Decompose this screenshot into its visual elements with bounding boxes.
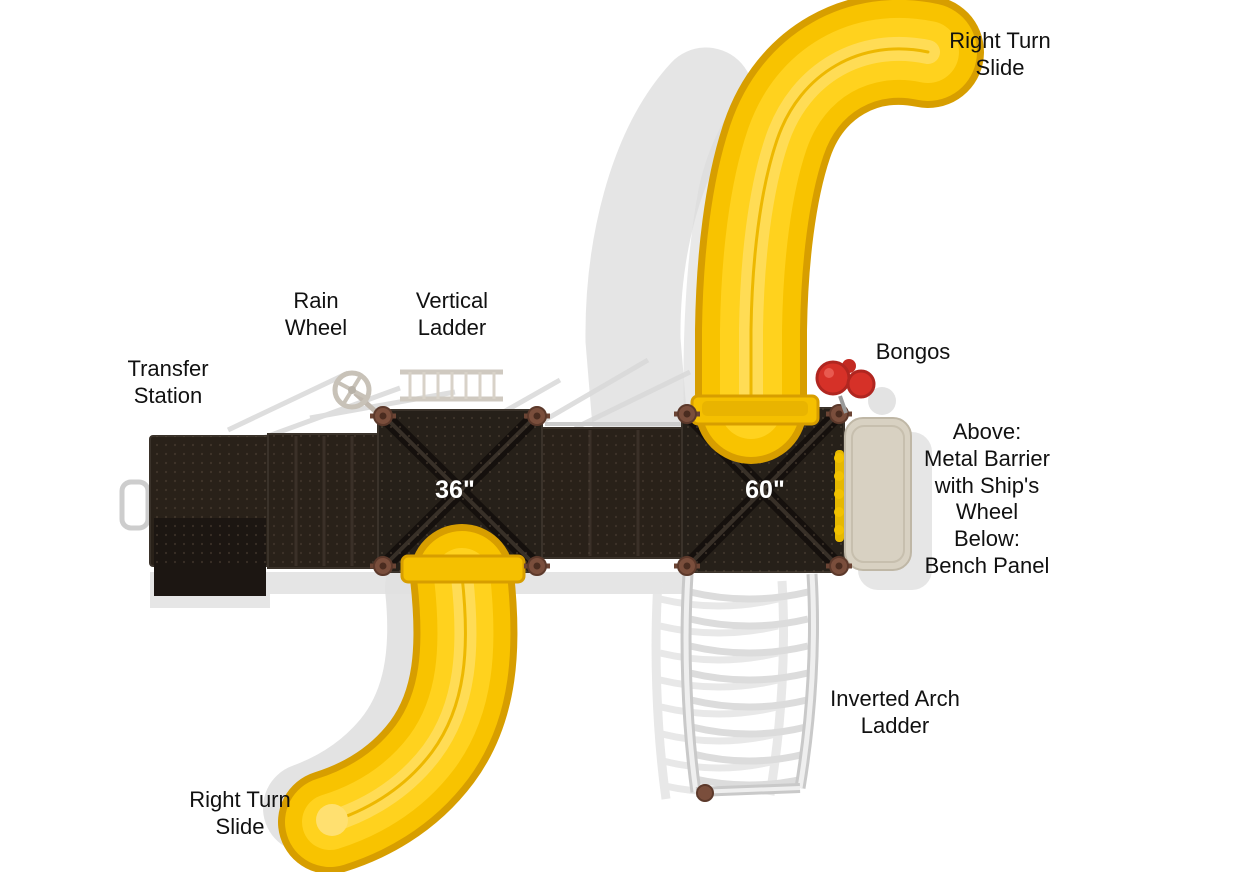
transfer-station-deck xyxy=(149,435,271,596)
label-right-turn-slide-bottom: Right Turn Slide xyxy=(189,787,291,839)
transfer-handle xyxy=(119,479,151,531)
barrier-note-line: Metal Barrier xyxy=(924,445,1050,471)
deck-36-height-label: 36" xyxy=(435,476,475,504)
barrier-note-line: Wheel xyxy=(955,499,1019,525)
label-right-turn-slide-top: Right Turn Slide xyxy=(949,28,1051,80)
bench-panel xyxy=(844,417,912,571)
barrier-note-line: with Ship's xyxy=(934,472,1040,498)
label-vertical-ladder: Vertical Ladder xyxy=(415,288,489,340)
barrier-note-line: Bench Panel xyxy=(924,553,1050,579)
label-bongos: Bongos xyxy=(875,339,951,364)
label-inverted-arch-ladder: Inverted Arch Ladder xyxy=(830,686,960,738)
deck-60-height-label: 60" xyxy=(745,476,785,504)
bongos xyxy=(815,359,876,414)
barrier-note-line: Above: xyxy=(952,419,1022,444)
ships-wheel-edge xyxy=(834,450,844,542)
right-turn-slide-bottom xyxy=(278,524,526,872)
label-barrier-note: Above: Metal Barrier with Ship's Wheel B… xyxy=(898,419,1076,580)
right-turn-slide-top xyxy=(690,0,984,464)
center-walkway xyxy=(541,427,683,559)
post-clamps xyxy=(370,404,852,802)
vertical-ladder-top xyxy=(400,369,503,402)
inverted-arch-ladder xyxy=(680,573,819,797)
label-rain-wheel: Rain Wheel xyxy=(284,288,348,340)
label-transfer-station: Transfer Station xyxy=(127,356,209,408)
step-walkway xyxy=(267,433,381,569)
barrier-note-line: Below: xyxy=(953,526,1021,552)
